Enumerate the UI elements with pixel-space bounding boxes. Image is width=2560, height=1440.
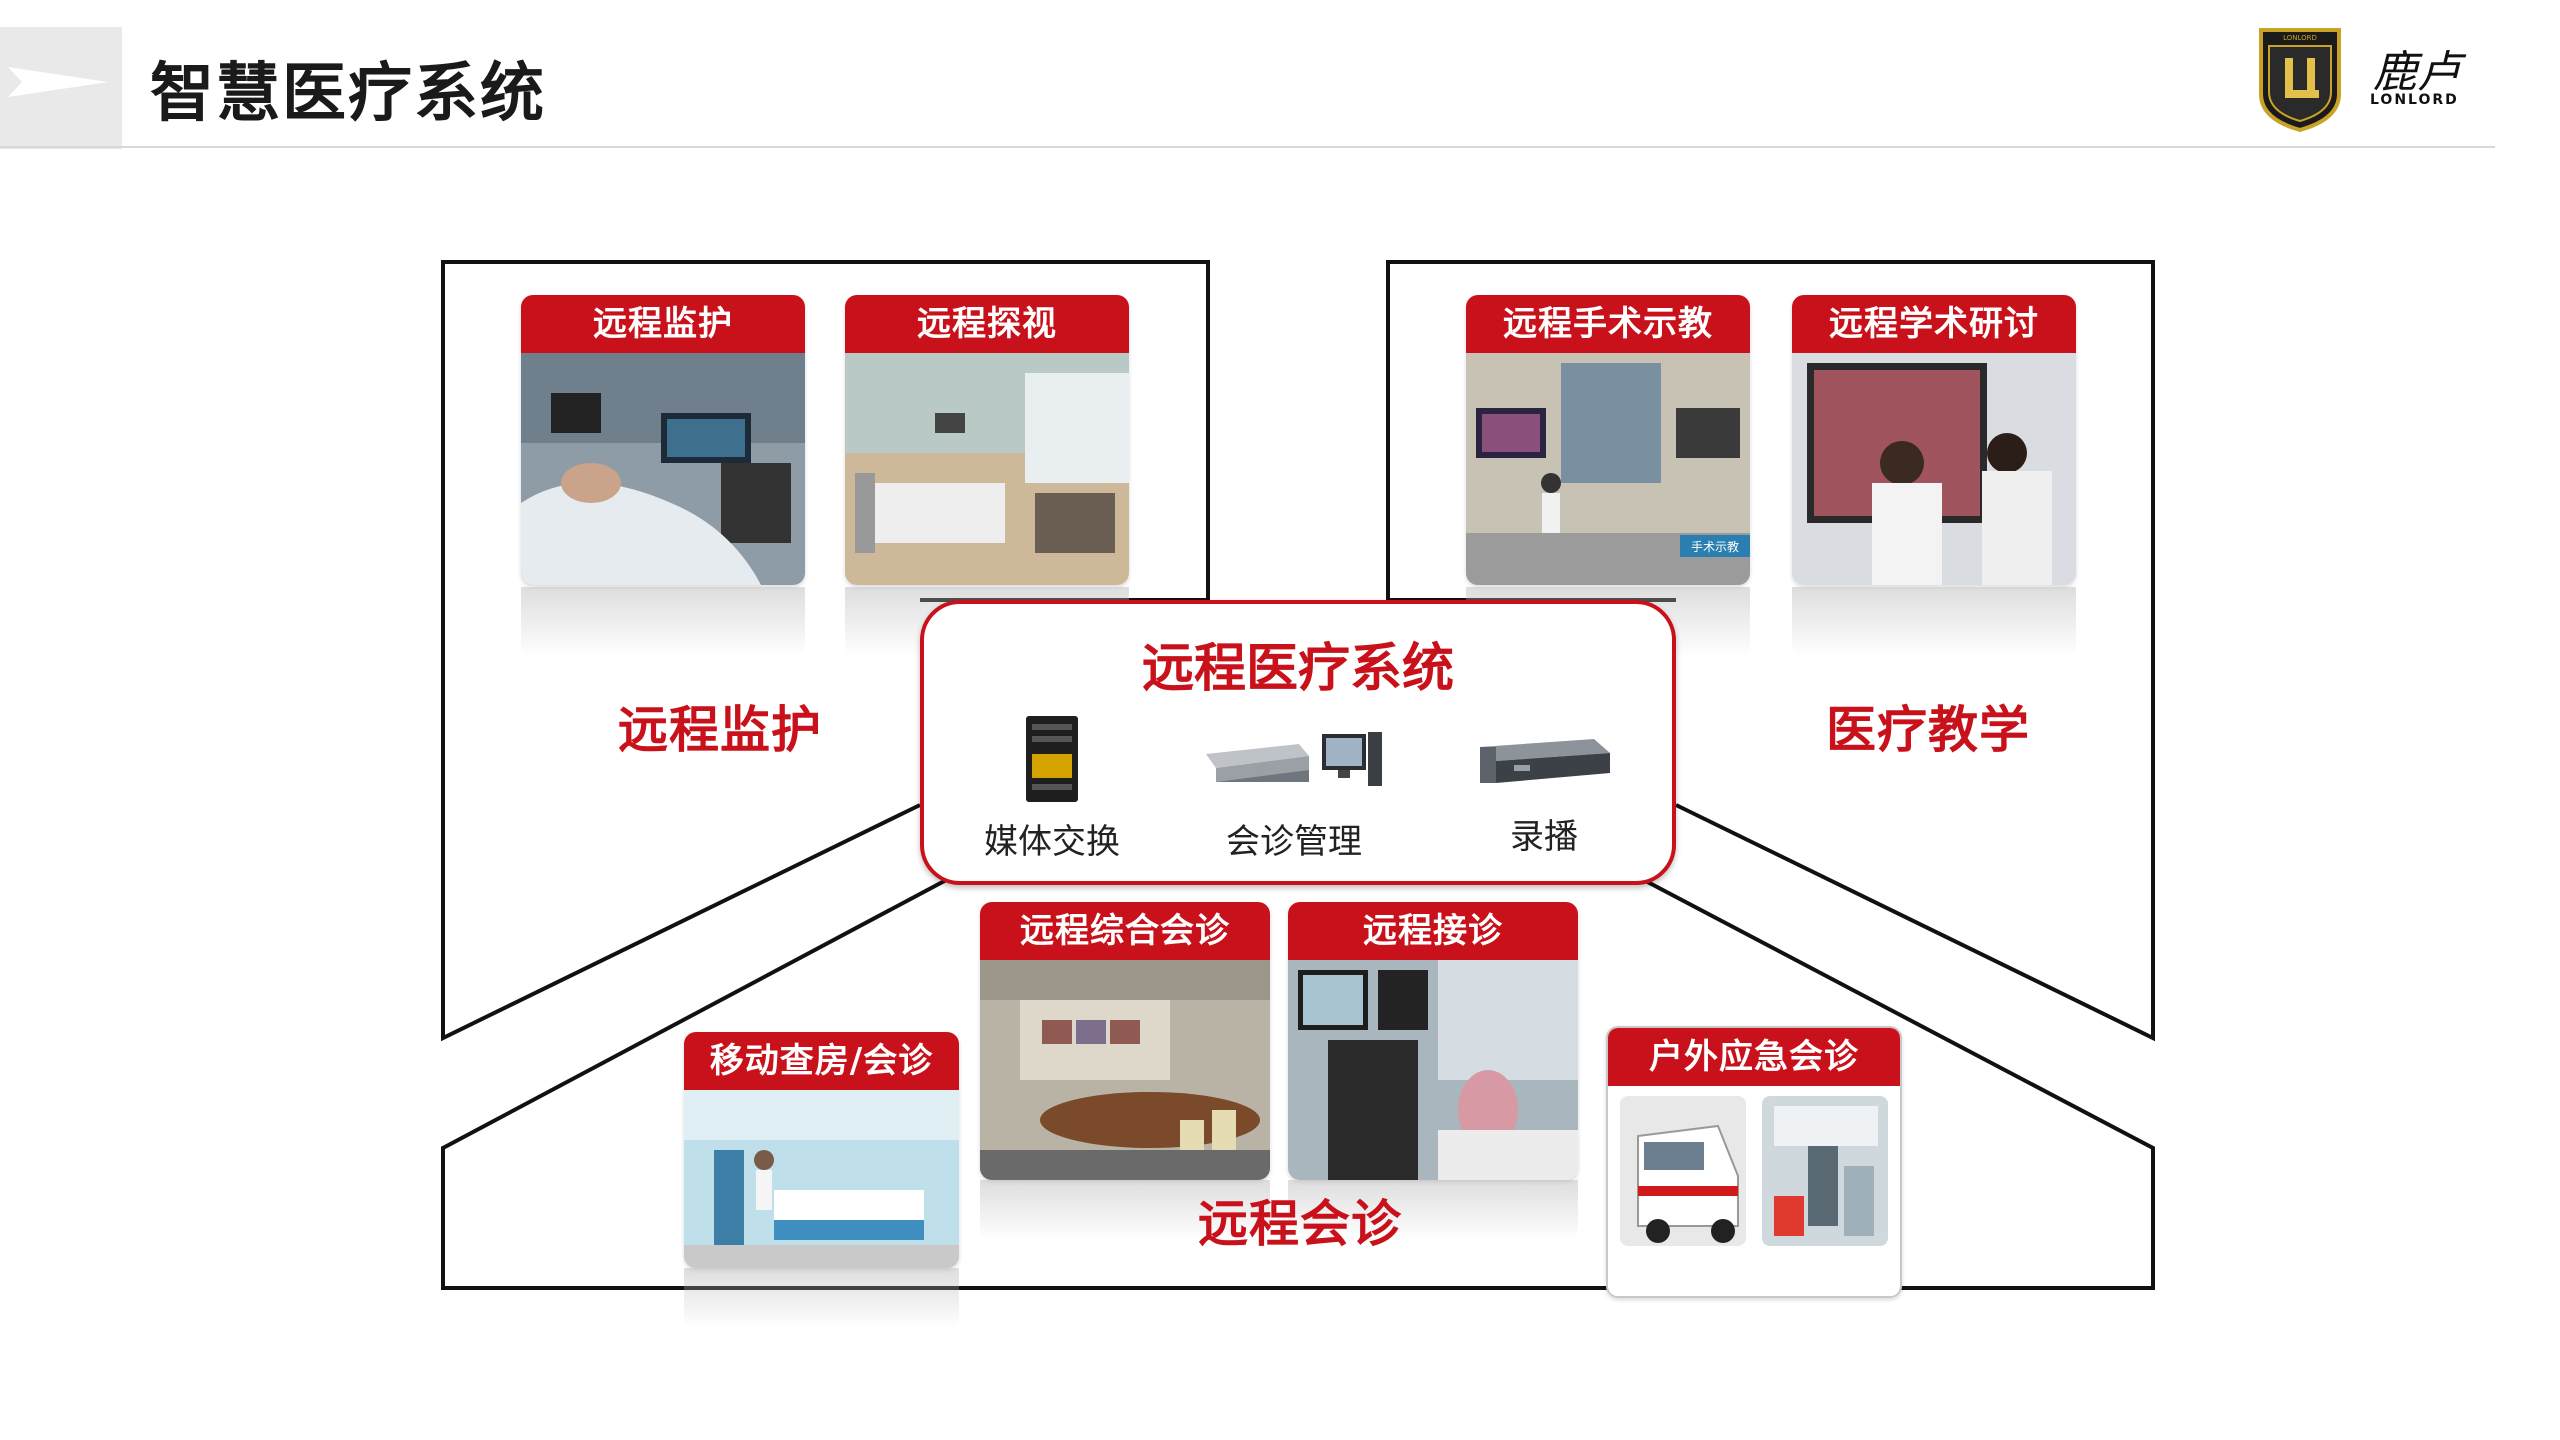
ambulance-interior-icon (1762, 1096, 1888, 1246)
surgery-teaching-photo: 手术示教 (1466, 353, 1750, 585)
ambulance-exterior-icon (1620, 1096, 1746, 1246)
card-surgery-teaching[interactable]: 远程手术示教 手术示教 (1466, 295, 1750, 585)
reception-photo (1288, 960, 1578, 1180)
card-caption: 远程手术示教 (1466, 295, 1750, 353)
card-caption: 远程综合会诊 (980, 902, 1270, 960)
logo-badge-text: LONLORD (2283, 34, 2317, 42)
card-caption: 远程监护 (521, 295, 805, 353)
center-system-box: 远程医疗系统 媒体交换 会诊管理 录播 (920, 600, 1676, 885)
server-and-computer-icon (1206, 732, 1382, 786)
equip-consult-management: 会诊管理 (1194, 724, 1394, 863)
conference-room-photo (980, 960, 1270, 1180)
icu-photo (521, 353, 805, 585)
page-title: 智慧医疗系统 (150, 57, 546, 131)
card-caption: 远程学术研讨 (1792, 295, 2076, 353)
equip-label: 录播 (1510, 817, 1578, 857)
arrow-icon (8, 67, 108, 97)
card-reflection (684, 1268, 959, 1328)
group-label-monitor: 远程监护 (618, 701, 822, 759)
card-remote-monitoring[interactable]: 远程监护 (521, 295, 805, 585)
card-academic-seminar[interactable]: 远程学术研讨 (1792, 295, 2076, 585)
equip-media-switch: 媒体交换 (972, 714, 1132, 863)
card-reflection (521, 587, 805, 657)
card-reflection (980, 1180, 1270, 1240)
card-caption: 移动查房/会诊 (684, 1032, 959, 1090)
brand-name-en: LONLORD (2370, 92, 2459, 108)
frame-consult (441, 876, 2155, 1290)
brand-name-cn: 鹿卢 (2373, 47, 2461, 98)
ward-photo (845, 353, 1129, 585)
card-caption: 远程接诊 (1288, 902, 1578, 960)
equip-label: 会诊管理 (1226, 822, 1362, 862)
card-caption: 远程探视 (845, 295, 1129, 353)
group-label-teaching: 医疗教学 (1826, 701, 2030, 759)
card-mobile-rounds[interactable]: 移动查房/会诊 (684, 1032, 959, 1268)
header-divider (0, 146, 2495, 148)
card-outdoor-emergency[interactable]: 户外应急会诊 (1606, 1026, 1902, 1298)
equip-label: 媒体交换 (984, 822, 1120, 862)
center-title: 远程医疗系统 (1141, 639, 1454, 699)
seminar-photo (1792, 353, 2076, 585)
card-remote-reception[interactable]: 远程接诊 (1288, 902, 1578, 1180)
surgery-screen-caption: 手术示教 (1691, 539, 1739, 554)
card-remote-visit[interactable]: 远程探视 (845, 295, 1129, 585)
mobile-rounds-photo (684, 1090, 959, 1268)
logo-badge-icon: LONLORD (2259, 28, 2341, 133)
server-rack-icon (1026, 716, 1078, 802)
recorder-icon (1480, 739, 1610, 783)
card-reflection (1288, 1180, 1578, 1240)
card-comprehensive-consult[interactable]: 远程综合会诊 (980, 902, 1270, 1180)
header-accent-block (0, 27, 122, 149)
card-reflection (1792, 587, 2076, 657)
ambulance-photos (1608, 1086, 1900, 1296)
card-caption: 户外应急会诊 (1608, 1028, 1900, 1086)
equip-recording: 录播 (1464, 729, 1624, 858)
group-label-consult: 远程会诊 (1198, 1195, 1402, 1253)
